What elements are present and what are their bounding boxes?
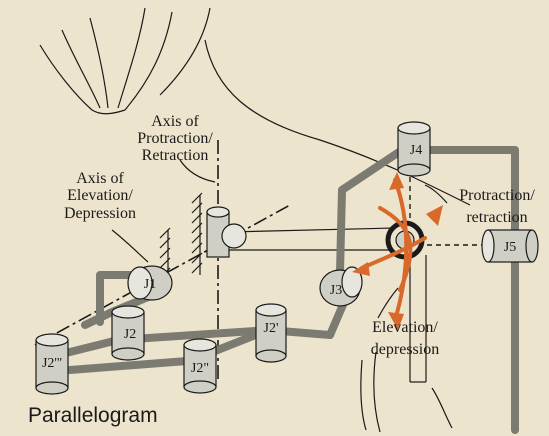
svg-text:depression: depression <box>371 341 439 358</box>
joint-j1 <box>127 265 173 301</box>
svg-text:Protraction/: Protraction/ <box>137 130 213 147</box>
j1-label: J1 <box>144 277 156 292</box>
svg-text:retraction: retraction <box>466 209 527 226</box>
joint-j2-triple <box>35 333 69 395</box>
svg-text:Retraction: Retraction <box>142 147 209 164</box>
horizontal-arm <box>227 227 396 251</box>
j4-label: J4 <box>410 143 422 158</box>
vertical-shaft <box>409 255 427 383</box>
j3-label: J3 <box>330 283 342 298</box>
svg-text:Protraction/: Protraction/ <box>459 187 535 204</box>
arrow-up-head <box>389 172 404 190</box>
arrow-right-head <box>426 205 443 226</box>
tree-sketch <box>39 7 471 206</box>
svg-text:Elevation/: Elevation/ <box>67 187 133 204</box>
joint-j2 <box>111 305 145 361</box>
joint-j3 <box>319 266 363 307</box>
svg-text:Elevation/: Elevation/ <box>372 319 438 336</box>
j2-prime-label: J2' <box>264 321 279 336</box>
diagonal-arrow-shaft <box>378 206 413 292</box>
protraction-hub <box>206 206 247 258</box>
svg-text:Depression: Depression <box>64 205 136 222</box>
parallelogram-label: Parallelogram <box>28 404 158 427</box>
axis-elevation-label: Axis of Elevation/ Depression <box>64 170 136 222</box>
arrow-down-head <box>388 312 404 330</box>
j2-label: J2 <box>124 327 136 342</box>
protraction-retraction-label: Protraction/ retraction <box>459 187 535 226</box>
axis-protraction-label: Axis of Protraction/ Retraction <box>137 113 213 164</box>
joint-j5 <box>481 229 539 263</box>
joint-j2-double <box>183 338 217 394</box>
svg-text:Axis of: Axis of <box>76 170 124 187</box>
elevation-depression-label: Elevation/ depression <box>371 319 439 358</box>
joint-j4 <box>397 121 431 177</box>
svg-text:Axis of: Axis of <box>151 113 199 130</box>
j2-triple-label: J2''' <box>42 356 62 371</box>
motion-arrows <box>352 172 443 330</box>
leader-lines <box>111 159 448 319</box>
joint-j2-prime <box>255 303 287 363</box>
j5-label: J5 <box>504 240 516 255</box>
j2-double-label: J2" <box>191 361 209 376</box>
ground-sketch <box>360 351 453 433</box>
arrow-left-head <box>352 262 370 276</box>
vertical-arrow-shaft <box>393 178 409 322</box>
